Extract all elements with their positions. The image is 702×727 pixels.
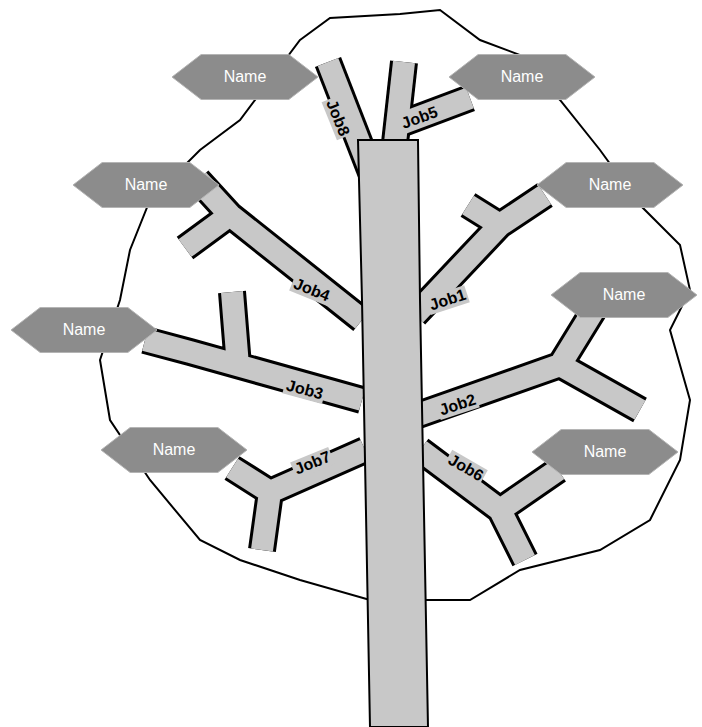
tree-trunk [358,140,428,727]
name-hexagon: Name [532,429,678,475]
name-text: Name [153,441,196,459]
name-hexagon: Name [73,162,219,208]
name-text: Name [125,176,168,194]
name-text: Name [584,443,627,461]
name-hexagon: Name [172,54,318,100]
name-hexagon: Name [537,162,683,208]
name-text: Name [501,68,544,86]
name-text: Name [589,176,632,194]
name-text: Name [603,286,646,304]
name-text: Name [63,321,106,339]
name-hexagon: Name [11,307,157,353]
name-hexagon: Name [551,272,697,318]
name-text: Name [224,68,267,86]
name-hexagon: Name [449,54,595,100]
name-hexagon: Name [101,427,247,473]
